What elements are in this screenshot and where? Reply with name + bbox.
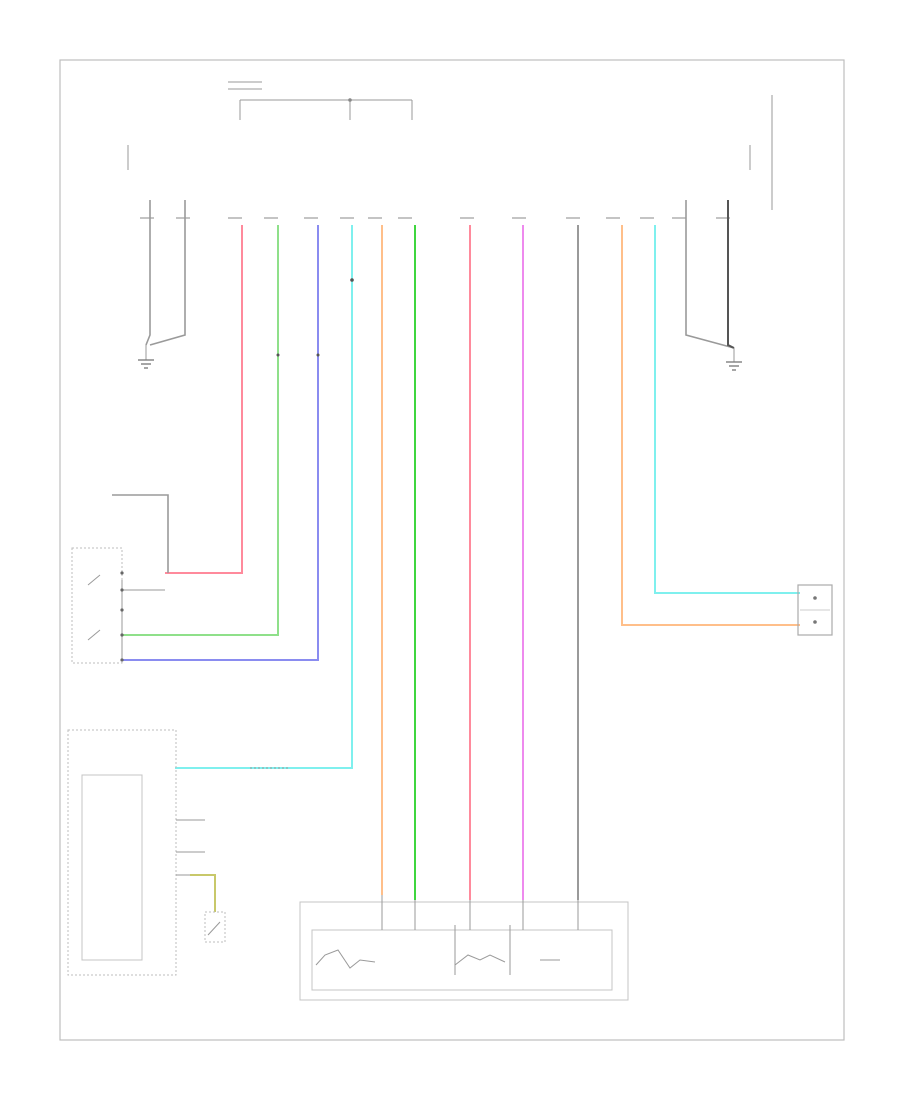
wire-orange-right [621, 225, 800, 626]
top-bus [228, 81, 413, 120]
wire-olive [190, 874, 216, 912]
bottom-switch [204, 911, 226, 943]
right-connector [797, 584, 833, 636]
left-control-module [67, 729, 290, 976]
left-ground [138, 200, 186, 369]
wire-cyan-right [654, 225, 800, 594]
ground-symbol-right [726, 361, 742, 371]
left-switch-assembly [71, 494, 169, 664]
right-ground [685, 200, 742, 371]
diagram-frame [59, 59, 845, 1041]
wire-cyan-left [175, 225, 353, 769]
splice-marks [276, 278, 354, 357]
wire-red [165, 225, 243, 574]
top-right-connector [127, 95, 773, 210]
bottom-motor-assembly [299, 895, 629, 1001]
ground-symbol-left [138, 359, 154, 369]
wires [122, 225, 800, 912]
wire-blue [122, 225, 319, 661]
wire-green [122, 225, 279, 636]
